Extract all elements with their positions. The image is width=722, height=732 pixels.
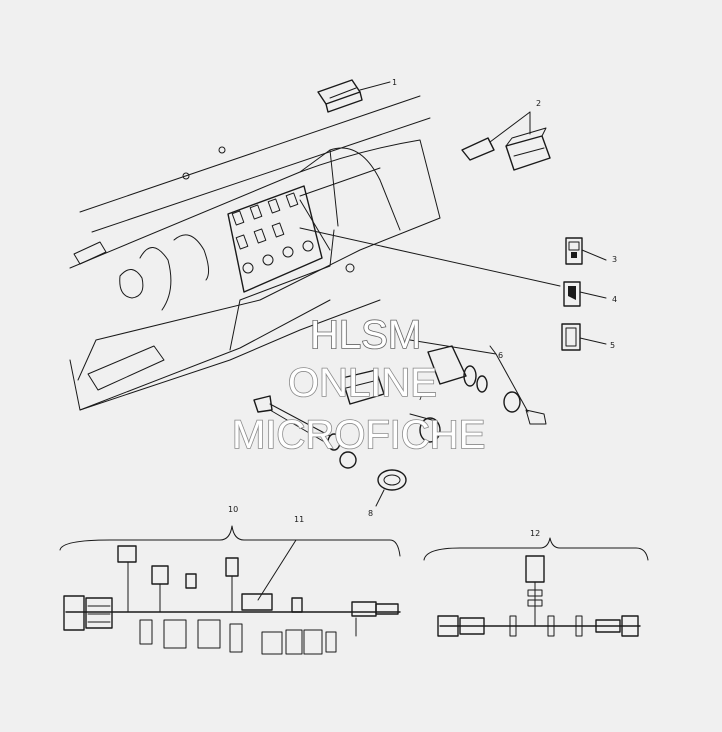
part-3-switch — [565, 237, 607, 265]
part-8-grommet — [375, 469, 407, 507]
callout-7: 7 — [418, 393, 423, 402]
callout-8: 8 — [368, 509, 373, 518]
callout-12: 12 — [530, 529, 540, 538]
watermark-line-2: ONLINE — [288, 361, 437, 405]
callout-5: 5 — [610, 341, 615, 350]
callout-3: 3 — [612, 255, 617, 264]
callout-2: 2 — [536, 99, 541, 108]
harness-10 — [59, 525, 401, 655]
watermark-line-3: MICROFICHE — [232, 413, 485, 457]
callout-1: 1 — [392, 78, 397, 87]
dashboard-panel — [69, 95, 441, 411]
callout-10: 10 — [228, 505, 238, 514]
harness-12 — [423, 537, 649, 637]
callout-11: 11 — [294, 515, 304, 524]
part-9-shaft — [253, 395, 357, 469]
watermark-line-1: HLSM — [310, 313, 421, 357]
part-5-switch-plate — [561, 323, 607, 351]
part-6-ignition-switch — [409, 339, 547, 425]
part-4-switch — [563, 281, 607, 307]
part-1-connector — [317, 79, 391, 113]
part-2-relay — [461, 111, 551, 171]
part-7-socket — [341, 369, 441, 443]
leader-line — [299, 227, 561, 287]
leader-line — [299, 167, 381, 197]
callout-4: 4 — [612, 295, 617, 304]
callout-6: 6 — [498, 351, 503, 360]
